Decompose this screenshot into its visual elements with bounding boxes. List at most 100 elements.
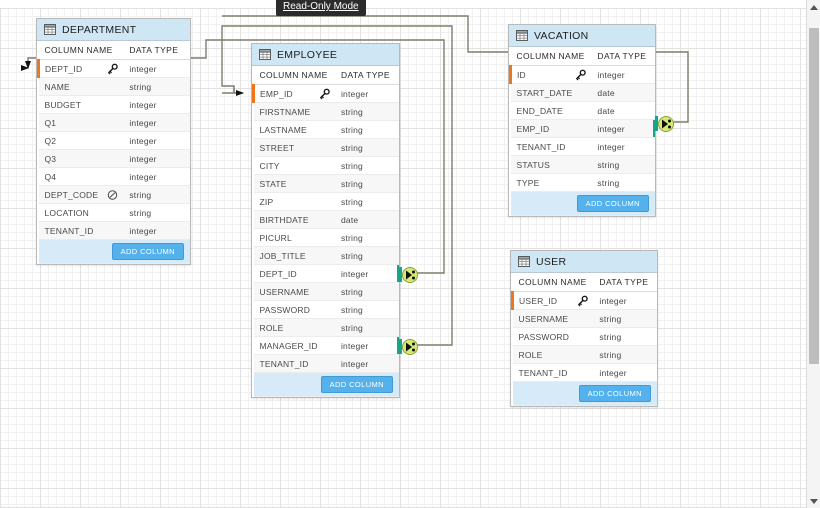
column-name-cell[interactable]: STATUS	[510, 155, 592, 174]
column-name-cell[interactable]: ZIP	[253, 192, 335, 211]
column-type-cell[interactable]: integer	[123, 167, 190, 186]
entity-title-employee[interactable]: EMPLOYEE	[252, 44, 399, 66]
column-type-cell[interactable]: string	[334, 156, 399, 175]
column-type-cell[interactable]: string	[123, 185, 190, 204]
column-type-cell[interactable]: integer	[334, 354, 399, 373]
column-type-cell[interactable]: integer	[123, 95, 190, 114]
column-type-cell[interactable]: date	[334, 210, 399, 229]
column-name-cell[interactable]: ID	[509, 65, 592, 84]
column-name-cell[interactable]: LASTNAME	[253, 120, 335, 139]
column-type-cell[interactable]: integer	[123, 113, 190, 132]
column-name-cell[interactable]: EMP_ID	[510, 119, 592, 138]
column-type-cell[interactable]: date	[591, 83, 655, 102]
column-type-cell[interactable]: date	[591, 101, 655, 120]
column-name-cell[interactable]: USERNAME	[512, 309, 594, 328]
column-type-cell[interactable]: integer	[123, 131, 190, 150]
column-type-cell[interactable]: string	[334, 102, 399, 121]
entity-title-vacation[interactable]: VACATION	[509, 25, 655, 47]
column-name-cell[interactable]: USER_ID	[511, 291, 594, 310]
column-name-cell[interactable]: MANAGER_ID	[253, 336, 335, 355]
add-column-button[interactable]: ADD COLUMN	[320, 376, 393, 393]
column-type-cell[interactable]: string	[334, 138, 399, 157]
column-type-cell[interactable]: string	[593, 327, 657, 346]
column-name-cell[interactable]: END_DATE	[510, 101, 592, 120]
column-type-cell[interactable]: string	[334, 318, 399, 337]
column-type-cell[interactable]: string	[334, 192, 399, 211]
column-type-cell[interactable]: integer	[591, 65, 655, 84]
column-name-cell[interactable]: Q3	[38, 149, 124, 168]
column-name-cell[interactable]: DEPT_CODE	[38, 185, 124, 204]
add-column-button[interactable]: ADD COLUMN	[576, 195, 649, 212]
column-type-cell[interactable]: integer	[123, 221, 190, 240]
endpoint-employee-dept-id[interactable]	[399, 266, 421, 284]
column-type-cell[interactable]: integer	[593, 291, 657, 310]
endpoint-employee-manager-id[interactable]	[399, 338, 421, 356]
column-name-cell[interactable]: DEPT_ID	[37, 59, 124, 78]
column-type-cell[interactable]: string	[591, 155, 655, 174]
column-name-cell[interactable]: TYPE	[510, 173, 592, 192]
column-name-cell[interactable]: STREET	[253, 138, 335, 157]
column-type-cell[interactable]: string	[591, 173, 655, 192]
column-name-cell[interactable]: Q1	[38, 113, 124, 132]
column-name-cell[interactable]: PASSWORD	[253, 300, 335, 319]
column-name-cell[interactable]: TENANT_ID	[38, 221, 124, 240]
column-type-cell[interactable]: integer	[123, 59, 190, 78]
column-name-cell[interactable]: TENANT_ID	[510, 137, 592, 156]
scroll-down-arrow-icon[interactable]	[807, 494, 820, 508]
scroll-up-arrow-icon[interactable]	[807, 0, 820, 14]
column-name-cell[interactable]: FIRSTNAME	[253, 102, 335, 121]
column-name-cell[interactable]: LOCATION	[38, 203, 124, 222]
add-column-button[interactable]: ADD COLUMN	[578, 385, 651, 402]
column-type-cell[interactable]: string	[334, 246, 399, 265]
column-name-cell[interactable]: Q4	[38, 167, 124, 186]
column-type-cell[interactable]: string	[123, 203, 190, 222]
column-name-cell[interactable]: ROLE	[253, 318, 335, 337]
column-name-cell[interactable]: TENANT_ID	[253, 354, 335, 373]
column-name-cell[interactable]: PICURL	[253, 228, 335, 247]
entity-title-user[interactable]: USER	[511, 251, 657, 273]
column-type-cell[interactable]: integer	[591, 119, 655, 138]
column-name-cell[interactable]: BUDGET	[38, 95, 124, 114]
add-column-button[interactable]: ADD COLUMN	[111, 243, 184, 260]
column-name-cell[interactable]: Q2	[38, 131, 124, 150]
column-name-cell[interactable]: STATE	[253, 174, 335, 193]
entity-title-department[interactable]: DEPARTMENT	[37, 19, 190, 41]
column-type-cell[interactable]: string	[593, 345, 657, 364]
scrollbar-thumb[interactable]	[809, 28, 819, 365]
column-type-cell[interactable]: integer	[334, 264, 399, 283]
column-type-cell[interactable]: integer	[591, 137, 655, 156]
column-name-cell[interactable]: DEPT_ID	[253, 264, 335, 283]
column-type-cell[interactable]: integer	[334, 336, 399, 355]
column-type-cell[interactable]: string	[334, 282, 399, 301]
column-type-cell[interactable]: string	[334, 300, 399, 319]
column-type-cell[interactable]: string	[593, 309, 657, 328]
column-name-cell[interactable]: ROLE	[512, 345, 594, 364]
